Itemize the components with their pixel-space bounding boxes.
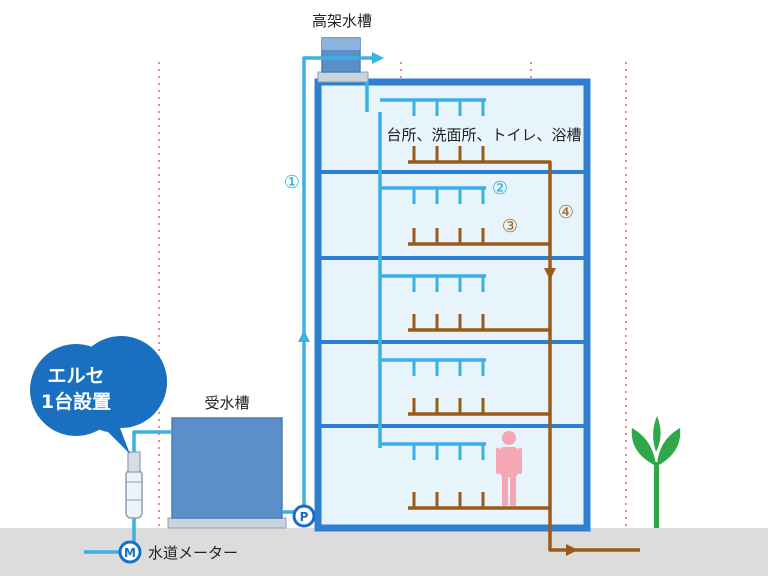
supply-taps: [412, 100, 485, 460]
plant-icon: [631, 416, 681, 528]
floor-slabs: [318, 170, 587, 428]
elevated-tank-base: [317, 71, 369, 83]
pump-letter: P: [300, 510, 309, 524]
filter-device: [125, 451, 143, 519]
receiving-tank-label: 受水槽: [204, 394, 249, 412]
marker-1: ①: [284, 172, 300, 193]
marker-2: ②: [492, 178, 508, 199]
fixtures-label: 台所、洗面所、トイレ、浴槽: [386, 126, 581, 144]
device-badge: [30, 336, 168, 454]
drain-arrow-right: [566, 544, 578, 556]
marker-3: ③: [502, 216, 518, 237]
badge-line2: 1台設置: [41, 390, 111, 413]
elevated-tank-highlight: [322, 38, 360, 50]
receiving-tank-base: [167, 517, 287, 529]
elevated-tank-label: 高架水槽: [312, 12, 372, 30]
drain-arrow-down: [544, 268, 556, 280]
pump-icon: [292, 504, 316, 528]
meter-label: 水道メーター: [148, 544, 238, 562]
meter-letter: M: [124, 546, 136, 560]
building: [314, 78, 591, 532]
flow-arrow-right: [372, 52, 384, 64]
drain-pipes: [408, 160, 640, 552]
person-icon: [496, 431, 522, 506]
badge-line1: エルセ: [47, 365, 104, 387]
receiving-tank: [171, 417, 283, 519]
marker-4: ④: [558, 202, 574, 223]
flow-arrow-up: [298, 330, 310, 342]
meter-icon: [118, 540, 142, 564]
supply-pipes: [84, 56, 486, 554]
drain-risers: [412, 146, 485, 508]
